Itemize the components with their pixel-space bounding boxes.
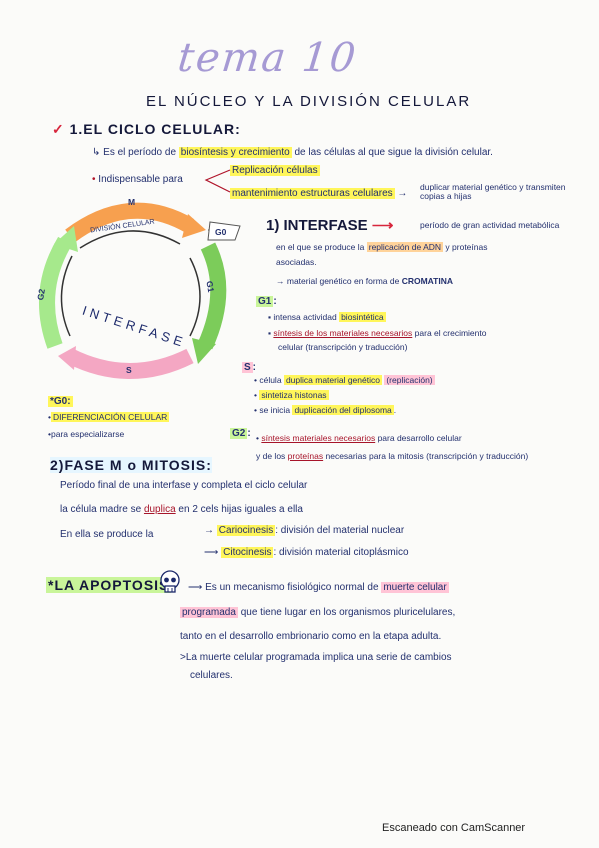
apoptosis-line2: programada que tiene lugar en los organi…	[180, 607, 456, 618]
bullet-mark: ✓	[52, 121, 65, 137]
branch-replication: Replicación células	[230, 165, 320, 176]
phase-s-arc	[66, 348, 194, 379]
cell-cycle-definition: ↳ Es el período de biosíntesis y crecimi…	[92, 147, 493, 158]
indispensable-bullet: • Indispensable para	[92, 174, 183, 185]
interfase-heading: 1) INTERFASE ⟶	[266, 217, 394, 234]
s-item1: • célula duplica material genético (repl…	[254, 375, 435, 385]
mitosis-line3: En ella se produce la	[60, 529, 154, 540]
g0-item2: •para especializarse	[48, 429, 125, 439]
arrow-right-icon: ⟶	[188, 582, 203, 593]
branch-maintenance: mantenimiento estructuras celulares →	[230, 188, 408, 199]
g0-label: *G0:	[48, 396, 73, 407]
g1-item1: ▪ intensa actividad biosintética	[268, 312, 386, 322]
s-label: S:	[242, 362, 257, 373]
g2-label: G2:	[230, 428, 251, 439]
g1-label: G1:	[256, 296, 277, 307]
apoptosis-line4: >La muerte celular programada implica un…	[180, 652, 452, 663]
label-phase-s: S	[126, 365, 132, 375]
label-phase-g2: G2	[35, 288, 47, 302]
phase-g2-arc	[39, 236, 72, 349]
interfase-line4: → material genético en forma de CROMATIN…	[276, 276, 454, 286]
arrow-right-icon: →	[397, 188, 408, 199]
mitosis-branch1: → Cariocinesis: división del material nu…	[204, 525, 405, 536]
apoptosis-line5: celulares.	[190, 670, 233, 681]
section1-heading: ✓ 1.EL CICLO CELULAR:	[52, 121, 241, 137]
interfase-line3: asociadas.	[276, 257, 317, 267]
g0-item1: •DIFERENCIACIÓN CELULAR	[48, 412, 170, 422]
cell-cycle-diagram	[39, 202, 241, 379]
phase-g0-arrow	[207, 221, 241, 241]
mitosis-branch2: ⟶ Citocinesis: división material citoplá…	[204, 547, 409, 558]
apoptosis-line3: tanto en el desarrollo embrionario como …	[180, 631, 442, 642]
page-title: tema 10	[175, 35, 360, 81]
arrow-right-icon: ⟶	[371, 217, 394, 234]
interfase-line2: en el que se produce la replicación de A…	[276, 242, 488, 252]
s-item2: • sintetiza histonas	[254, 390, 329, 400]
label-phase-g0: G0	[215, 227, 227, 237]
arrow-right-icon: ↳	[92, 147, 101, 158]
g1-item2-cont: celular (transcripción y traducción)	[278, 342, 408, 352]
interfase-definition: período de gran actividad metabólica	[420, 220, 560, 230]
apoptosis-heading: *LA APOPTOSIS	[46, 577, 172, 593]
mitosis-line1: Período final de una interfase y complet…	[60, 480, 308, 491]
label-phase-g1: G1	[204, 280, 217, 294]
apoptosis-line1: ⟶ Es un mecanismo fisiológico normal de …	[188, 582, 449, 593]
mitosis-line2: la célula madre se duplica en 2 cels hij…	[60, 504, 303, 515]
s-item3: • se inicia duplicación del diplosoma.	[254, 405, 397, 415]
mitosis-heading: 2)FASE M o MITOSIS:	[50, 457, 212, 473]
phase-g1-arc	[197, 242, 227, 350]
label-phase-m: M	[128, 197, 136, 207]
g2-item2: y de los proteínas necesarias para la mi…	[256, 451, 529, 461]
g2-item1: • síntesis materiales necesarios para de…	[256, 433, 462, 443]
page-subtitle: EL NÚCLEO Y LA DIVISIÓN CELULAR	[146, 93, 472, 110]
phase-m-arrowhead	[182, 214, 206, 238]
phase-m-arc	[65, 202, 195, 243]
branch-bracket-icon	[204, 169, 231, 193]
branch-result: duplicar material genético y transmiten …	[420, 182, 566, 202]
scanner-watermark: Escaneado con CamScanner	[382, 822, 526, 834]
skull-icon	[160, 570, 180, 593]
g1-item2: ▪ síntesis de los materiales necesarios …	[268, 328, 487, 338]
